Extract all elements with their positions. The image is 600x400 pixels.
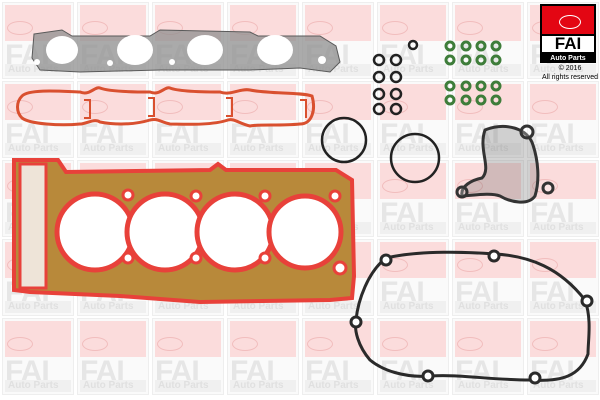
watermark-tagline: Auto Parts	[80, 143, 146, 155]
globe-icon	[7, 21, 33, 35]
globe-icon	[307, 21, 333, 35]
watermark-tagline: Auto Parts	[155, 143, 221, 155]
watermark-tagline: Auto Parts	[380, 143, 446, 155]
watermark-tagline: Auto Parts	[380, 380, 446, 392]
globe-icon	[382, 21, 408, 35]
watermark-tagline: Auto Parts	[455, 301, 521, 313]
watermark-tagline: Auto Parts	[380, 301, 446, 313]
valve-stem-seals	[444, 40, 502, 106]
watermark-tagline: Auto Parts	[530, 143, 596, 155]
rights-reserved: All rights reserved	[541, 74, 599, 81]
globe-icon	[82, 337, 108, 351]
watermark-tagline: Auto Parts	[155, 380, 221, 392]
globe-icon	[532, 258, 558, 272]
globe-icon	[7, 337, 33, 351]
watermark-tagline: Auto Parts	[455, 380, 521, 392]
watermark-tagline: Auto Parts	[80, 301, 146, 313]
globe-icon	[382, 179, 408, 193]
watermark-tagline: Auto Parts	[530, 301, 596, 313]
watermark-tagline: Auto Parts	[380, 222, 446, 234]
globe-icon	[457, 179, 483, 193]
logo-red-panel	[540, 4, 596, 36]
globe-icon	[232, 337, 258, 351]
copyright-notice: © 2016 All rights reserved	[540, 64, 600, 82]
watermark-tagline: Auto Parts	[530, 222, 596, 234]
vacuum-pump-gasket	[455, 124, 555, 204]
watermark-tagline: Auto Parts	[80, 380, 146, 392]
globe-icon	[559, 15, 581, 29]
exhaust-manifold-gasket	[31, 29, 341, 73]
watermark-tagline: Auto Parts	[230, 143, 296, 155]
watermark-tagline: Auto Parts	[455, 222, 521, 234]
watermark-tagline: Auto Parts	[305, 143, 371, 155]
logo-tagline: Auto Parts	[540, 54, 596, 63]
watermark-tagline: Auto Parts	[530, 380, 596, 392]
watermark-tagline: Auto Parts	[230, 380, 296, 392]
globe-icon	[307, 100, 333, 114]
watermark-tagline: Auto Parts	[5, 380, 71, 392]
copyright-year: © 2016	[558, 65, 582, 72]
fai-logo: FAI Auto Parts	[540, 4, 596, 63]
globe-icon	[532, 100, 558, 114]
logo-brand: FAI	[540, 35, 596, 54]
watermark-tagline: Auto Parts	[530, 64, 596, 76]
watermark-tagline: Auto Parts	[5, 301, 71, 313]
o-rings-black	[372, 39, 419, 116]
intake-manifold-gasket	[16, 86, 315, 128]
watermark-tagline: Auto Parts	[155, 301, 221, 313]
globe-icon	[82, 100, 108, 114]
globe-icon	[457, 258, 483, 272]
large-o-rings	[320, 116, 441, 184]
globe-icon	[157, 337, 183, 351]
timing-cover-gasket	[349, 249, 594, 385]
globe-icon	[532, 337, 558, 351]
globe-icon	[457, 337, 483, 351]
watermark-tagline: Auto Parts	[455, 64, 521, 76]
globe-icon	[457, 21, 483, 35]
globe-icon	[157, 100, 183, 114]
globe-icon	[307, 337, 333, 351]
watermark-tagline: Auto Parts	[230, 301, 296, 313]
watermark-tagline: Auto Parts	[305, 301, 371, 313]
globe-icon	[382, 337, 408, 351]
cylinder-head-gasket	[12, 158, 357, 305]
watermark-tagline: Auto Parts	[305, 380, 371, 392]
watermark-tagline: Auto Parts	[5, 143, 71, 155]
globe-icon	[82, 21, 108, 35]
